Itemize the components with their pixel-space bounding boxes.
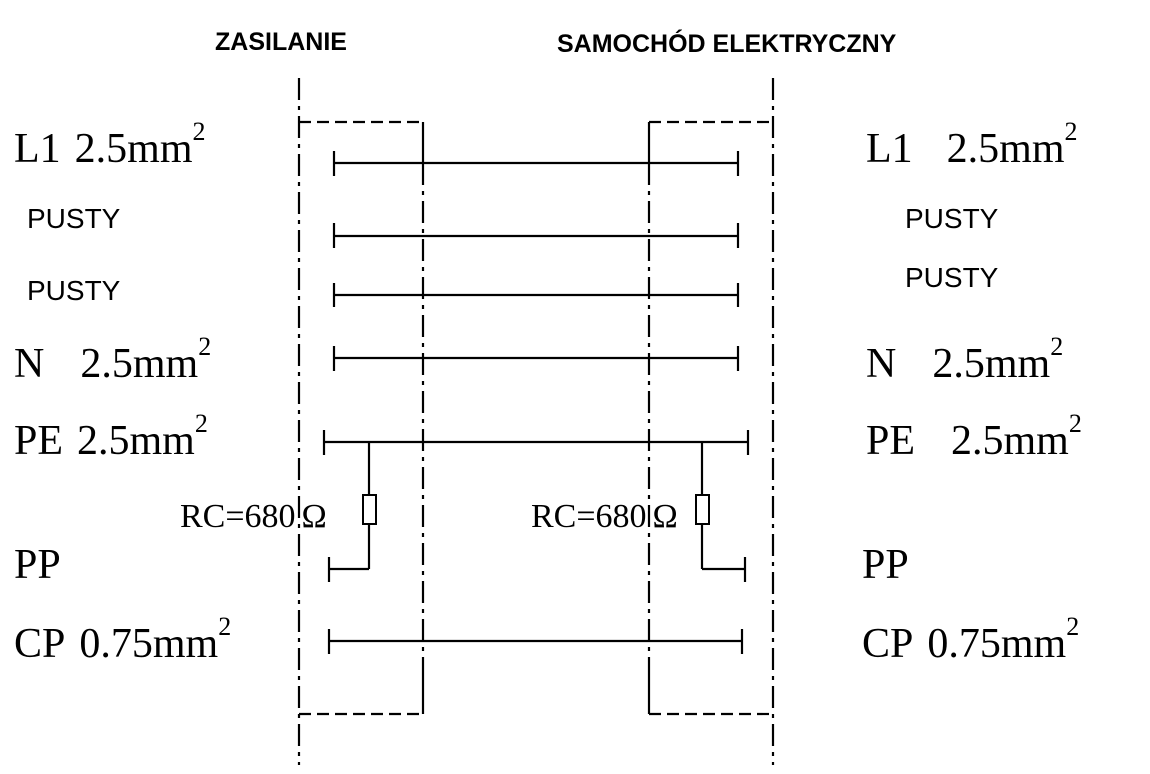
supply-label-empty-1: PUSTY [27, 203, 121, 234]
car-label-empty-1: PUSTY [905, 203, 999, 234]
car-label-empty-2: PUSTY [905, 262, 999, 293]
wire-N [332, 346, 740, 371]
supply-label-empty-2: PUSTY [27, 275, 121, 306]
car-connector-box [647, 120, 773, 716]
supply-connector-box [299, 120, 425, 716]
header-electric-car: SAMOCHÓD ELEKTRYCZNY [557, 28, 897, 58]
wire-L1 [332, 151, 740, 176]
supply-resistor-icon [362, 494, 377, 525]
car-pp-resistor-branch [695, 442, 747, 582]
wire-PE [322, 430, 750, 455]
header-supply: ZASILANIE [215, 28, 347, 56]
wire-empty-2 [332, 283, 740, 307]
supply-label-PP: PP [14, 542, 61, 588]
car-label-PP: PP [862, 542, 909, 588]
car-resistor-icon [695, 494, 710, 525]
supply-pp-resistor-branch [327, 442, 377, 582]
wire-empty-1 [332, 223, 740, 248]
wire-CP [327, 629, 744, 654]
